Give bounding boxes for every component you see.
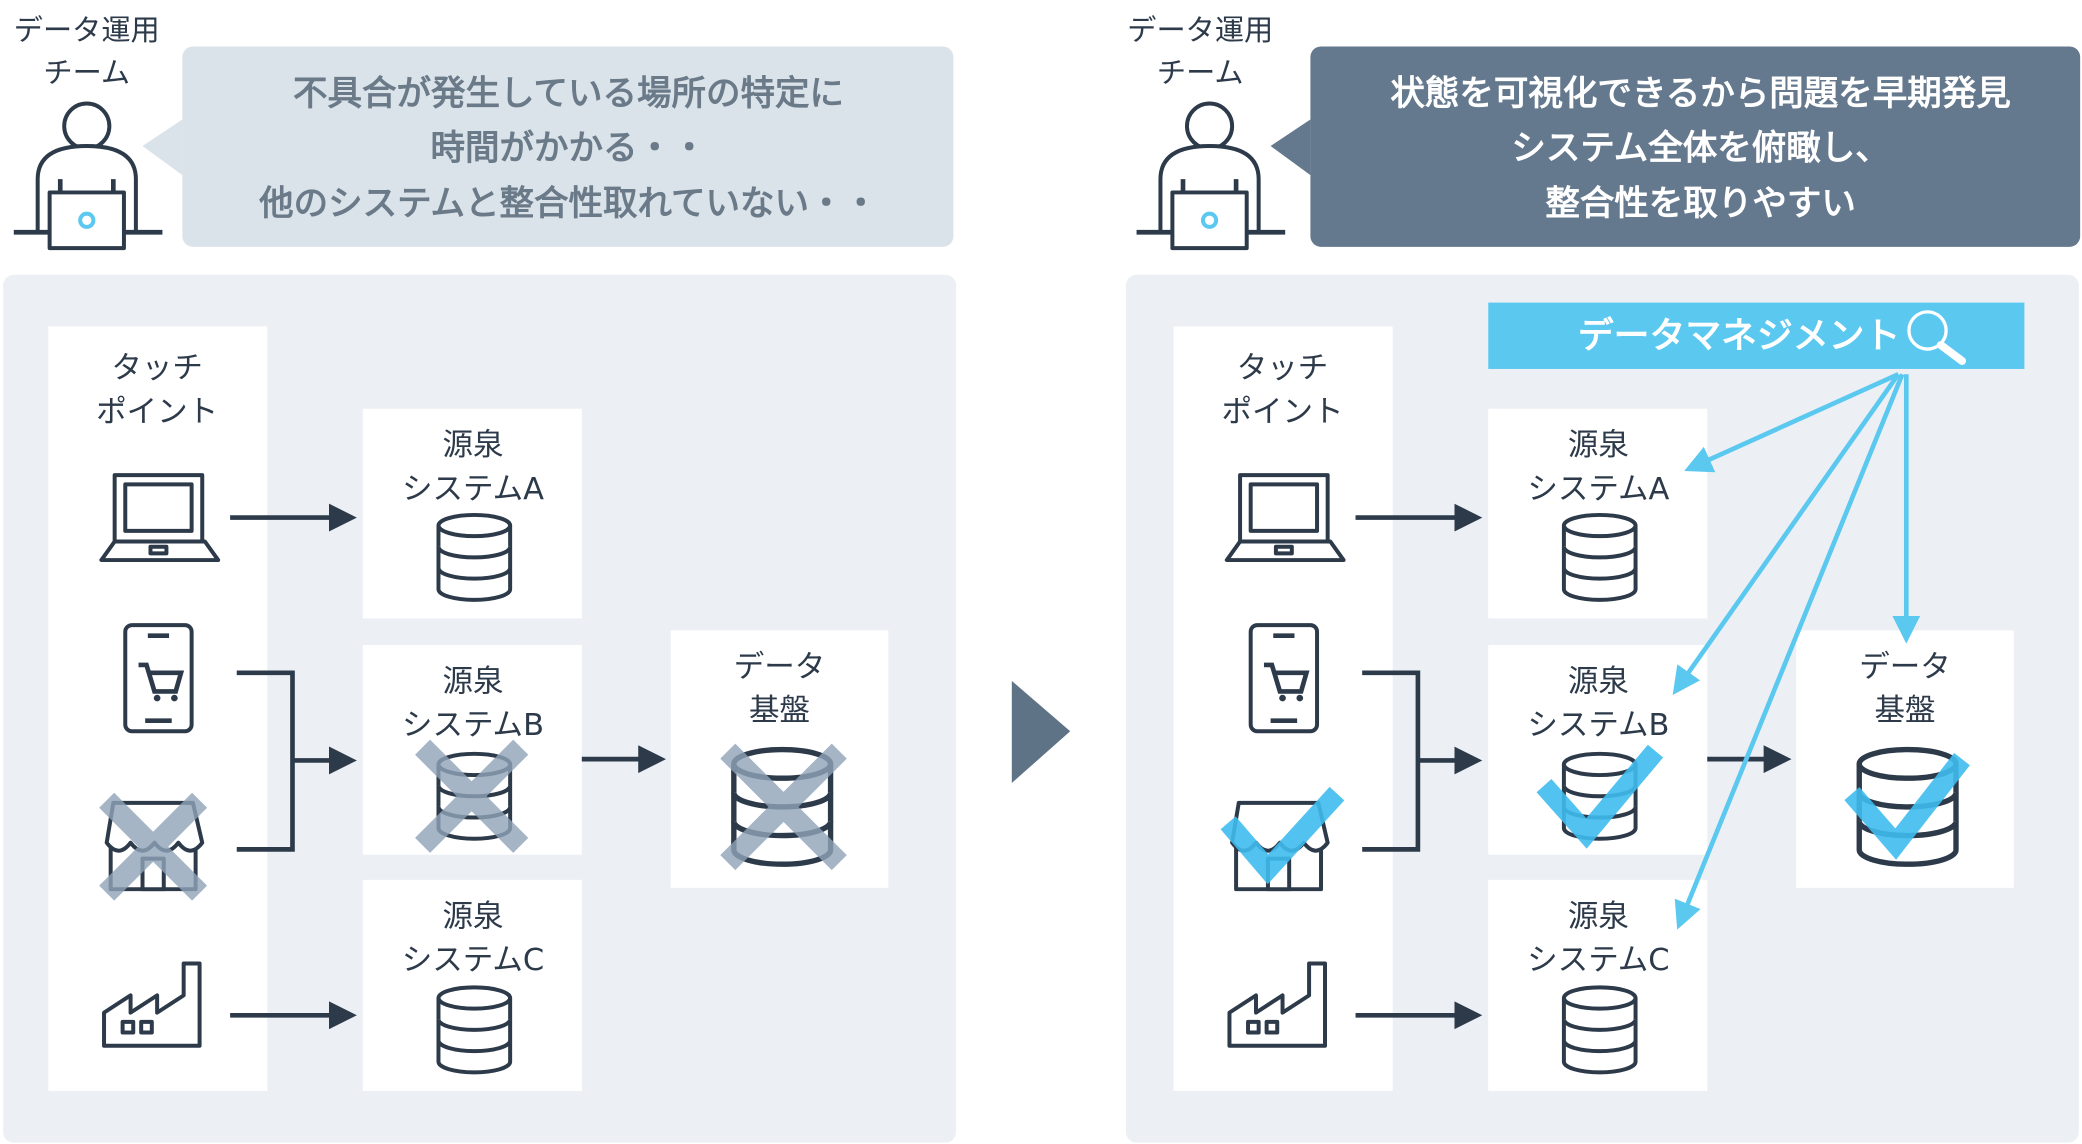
smartphone-cart-icon <box>125 625 191 731</box>
after-section: データ運用 チーム 状態を可視化できるから問題を早期発見 システム全体を俯瞰し、… <box>1125 13 2081 1143</box>
source-label: 源泉 <box>442 428 503 463</box>
touchpoint-label: タッチ <box>111 351 203 386</box>
bubble-line: 時間がかかる・・ <box>431 128 707 168</box>
touchpoint-label: ポイント <box>96 395 218 430</box>
smartphone-cart-icon <box>1251 625 1317 731</box>
bubble-line: 不具合が発生している場所の特定に <box>293 74 844 114</box>
bubble-line: システム全体を俯瞰し、 <box>1511 128 1889 168</box>
arrow-to-source-a <box>1684 372 1900 473</box>
person-laptop-icon <box>14 104 163 249</box>
transition-arrow-icon <box>1011 680 1071 784</box>
source-label: システムB <box>402 708 544 743</box>
cross-icon <box>99 792 208 901</box>
source-label: 源泉 <box>1568 664 1629 699</box>
person-laptop-icon <box>1137 104 1286 249</box>
touchpoint-label: ポイント <box>1222 395 1344 430</box>
team-label-line1: データ運用 <box>1127 13 1273 47</box>
database-icon <box>1561 512 1638 602</box>
data-base-label: 基盤 <box>1874 694 1935 729</box>
bubble-line: 整合性を取りやすい <box>1545 184 1856 224</box>
source-label: システムC <box>402 943 544 978</box>
magnifier-icon <box>1907 310 1967 365</box>
management-arrows <box>1672 372 1921 930</box>
check-icon <box>1536 744 1664 849</box>
team-label-line2: チーム <box>1157 55 1244 89</box>
source-label: 源泉 <box>442 664 503 699</box>
data-management-banner: データマネジメント <box>1488 302 2025 369</box>
source-label: システムB <box>1527 708 1669 743</box>
check-icon <box>1844 752 1970 860</box>
arrow-right-icon <box>236 670 343 852</box>
data-management-label: データマネジメント <box>1578 315 1900 357</box>
problem-bubble: 不具合が発生している場所の特定に 時間がかかる・・ 他のシステムと整合性取れてい… <box>142 46 954 247</box>
source-label: 源泉 <box>1568 428 1629 463</box>
cross-icon <box>720 743 847 871</box>
data-base-label: 基盤 <box>749 694 810 729</box>
arrow-to-source-b <box>1672 372 1901 696</box>
database-icon <box>436 985 513 1075</box>
laptop-icon <box>1224 473 1346 563</box>
cross-icon <box>415 739 529 853</box>
touchpoint-label: タッチ <box>1237 351 1329 386</box>
data-base-label: データ <box>1859 650 1951 685</box>
bubble-line: 状態を可視化できるから問題を早期発見 <box>1390 74 2010 114</box>
source-label: システムA <box>1527 472 1669 507</box>
team-label-line1: データ運用 <box>14 13 160 47</box>
database-icon <box>1561 985 1638 1075</box>
arrow-to-source-c <box>1674 373 1905 930</box>
source-label: 源泉 <box>1568 899 1629 934</box>
before-section: データ運用 チーム 不具合が発生している場所の特定に 時間がかかる・・ 他のシス… <box>3 13 957 1143</box>
data-base-label: データ <box>734 650 826 685</box>
source-label: システムC <box>1527 943 1669 978</box>
arrow-right-icon <box>1362 670 1468 852</box>
source-label: システムA <box>402 472 544 507</box>
solution-bubble: 状態を可視化できるから問題を早期発見 システム全体を俯瞰し、 整合性を取りやすい <box>1270 46 2081 247</box>
database-icon <box>436 512 513 602</box>
team-label-line2: チーム <box>43 55 130 89</box>
source-label: 源泉 <box>442 899 503 934</box>
check-icon <box>1220 786 1345 885</box>
bubble-line: 他のシステムと整合性取れていない・・ <box>258 184 878 224</box>
laptop-icon <box>99 473 221 563</box>
